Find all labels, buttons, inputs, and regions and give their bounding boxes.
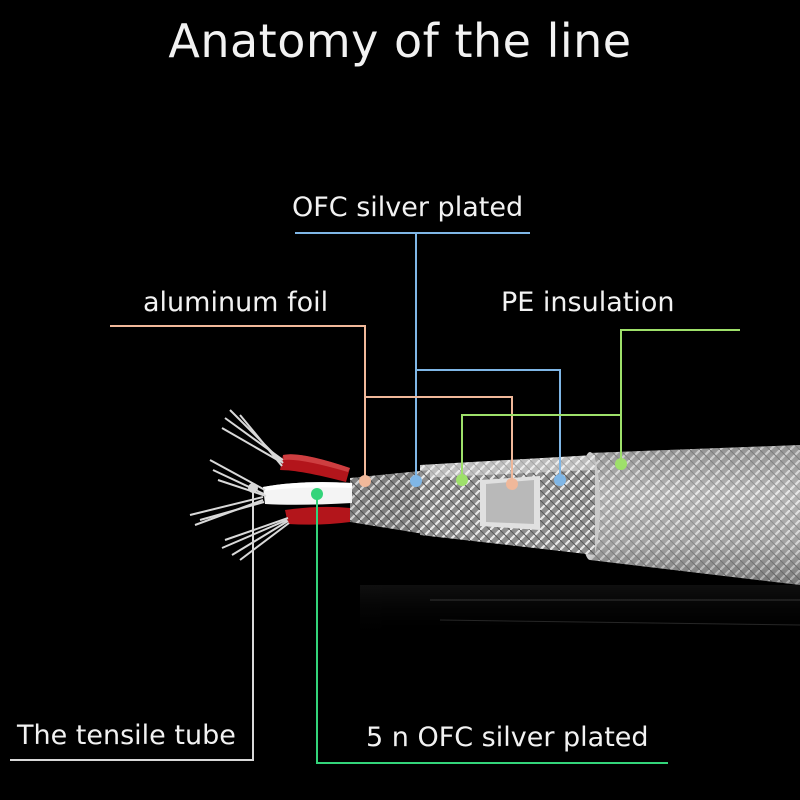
inner-braid bbox=[350, 470, 430, 535]
white-conductor bbox=[263, 482, 352, 505]
aluminum-dot-2 bbox=[506, 478, 518, 490]
aluminum-foil-label: aluminum foil bbox=[143, 287, 329, 318]
ofc-leader bbox=[295, 232, 561, 480]
tensile-leader bbox=[10, 488, 254, 761]
ofc-dot-2 bbox=[554, 474, 566, 486]
marker-dots bbox=[248, 458, 627, 500]
ofc-silver-plated-label: OFC silver plated bbox=[292, 192, 524, 223]
pe-dot-2 bbox=[615, 458, 627, 470]
five-n-ofc-label: 5 n OFC silver plated bbox=[366, 722, 649, 753]
cable-reflection bbox=[360, 585, 800, 640]
ofc-dot bbox=[410, 475, 422, 487]
five-n-dot bbox=[311, 488, 323, 500]
foil-wrap bbox=[480, 476, 540, 530]
pe-insulation-label: PE insulation bbox=[501, 287, 675, 318]
pe-leader bbox=[461, 329, 740, 480]
tensile-dot bbox=[248, 483, 258, 493]
aluminum-dot bbox=[359, 475, 371, 487]
bare-strands bbox=[189, 409, 290, 561]
diagram-title: Anatomy of the line bbox=[168, 14, 632, 68]
outer-jacket bbox=[580, 445, 800, 585]
aluminum-leader bbox=[110, 325, 513, 484]
pe-dot bbox=[456, 474, 468, 486]
five-n-leader bbox=[316, 494, 668, 764]
tensile-tube-label: The tensile tube bbox=[17, 720, 236, 751]
